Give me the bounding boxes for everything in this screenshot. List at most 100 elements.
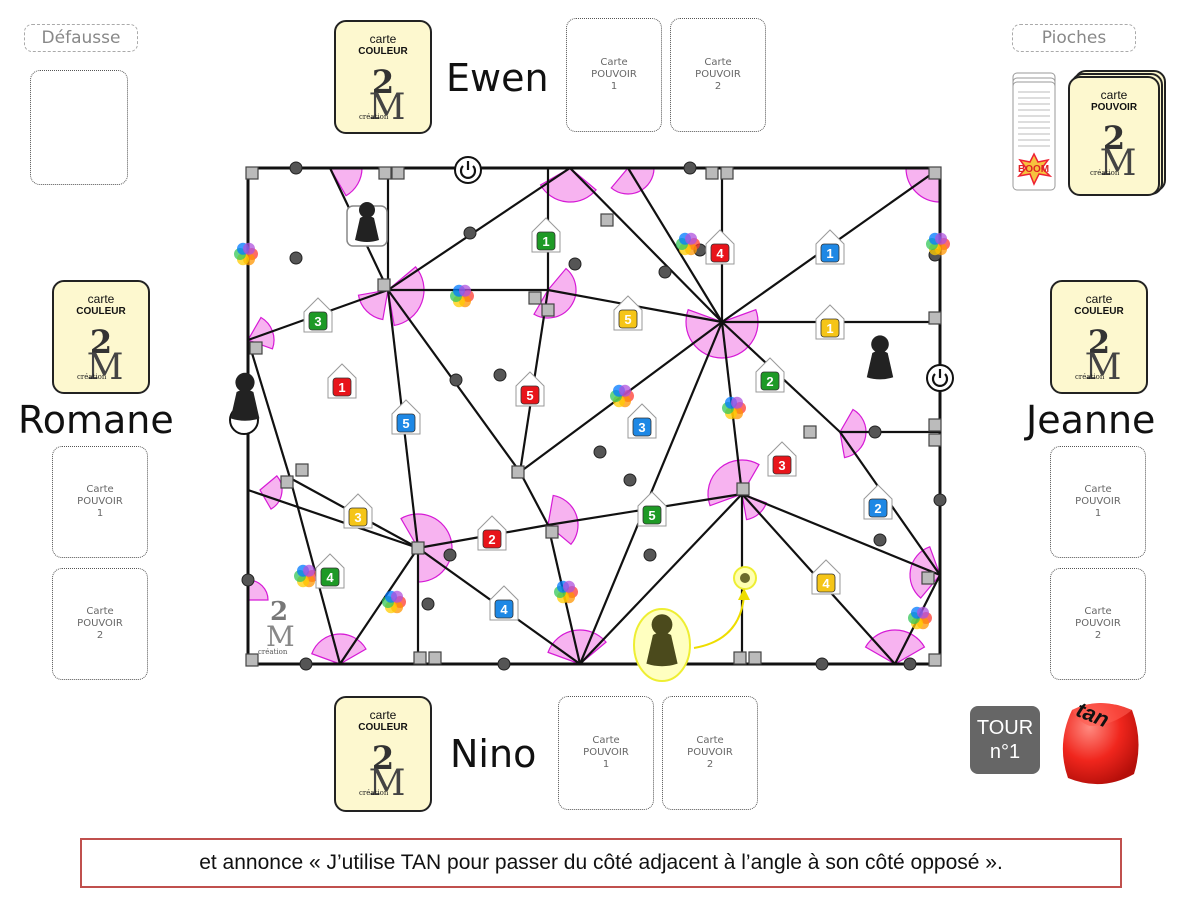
pawn-left [230, 372, 260, 421]
power-slot: 1 [96, 508, 104, 519]
svg-text:création: création [359, 789, 389, 797]
flower-icon [554, 580, 578, 604]
romane-power-card-2[interactable]: Carte POUVOIR 2 [52, 568, 148, 680]
discard-label-box: Défausse [24, 24, 138, 52]
svg-text:création: création [359, 113, 389, 121]
path-dot [868, 425, 882, 439]
turn-indicator: TOUR n°1 [970, 706, 1040, 774]
svg-text:2: 2 [270, 597, 288, 627]
romane-power-card-1[interactable]: Carte POUVOIR 1 [52, 446, 148, 558]
house-icon: 3 [767, 441, 797, 477]
board-line [741, 492, 941, 577]
nino-color-card[interactable]: carte COULEUR 2 M création [334, 696, 432, 812]
junction-square [928, 653, 942, 667]
svg-text:création: création [258, 648, 288, 656]
turn-line1: TOUR [976, 717, 1034, 739]
angle-wedge [707, 459, 760, 507]
angle-wedge [259, 475, 283, 510]
junction-square [377, 278, 391, 292]
angle-wedge [547, 494, 579, 546]
path-dot [493, 368, 507, 382]
flower-icon [610, 384, 634, 408]
power-icon [926, 364, 954, 392]
pawn-top [355, 202, 379, 242]
nino-power-card-2[interactable]: Carte POUVOIR 2 [662, 696, 758, 810]
romane-color-card[interactable]: carte COULEUR 2 M création [52, 280, 150, 394]
romane-color-line1: carte [87, 292, 115, 306]
svg-text:2: 2 [372, 739, 394, 777]
draw-power-line1: carte [1100, 88, 1128, 102]
junction-square [295, 463, 309, 477]
angle-wedge [839, 408, 867, 459]
svg-text:5: 5 [526, 388, 533, 403]
ewen-color-line1: carte [369, 32, 397, 46]
angle-wedge [311, 633, 367, 665]
target-dot [740, 573, 750, 583]
path-dot [289, 251, 303, 265]
house-icon: 5 [391, 399, 421, 435]
power-slot: 2 [96, 630, 104, 641]
svg-text:M: M [1100, 143, 1137, 179]
draw-label-box: Pioches [1012, 24, 1136, 52]
house-icon: 2 [755, 357, 785, 393]
ewen-power-card-1[interactable]: Carte POUVOIR 1 [566, 18, 662, 132]
tan-die[interactable]: tan [1054, 696, 1144, 792]
junction-square [803, 425, 817, 439]
draw-power-card: carte POUVOIR 2 M création [1068, 76, 1160, 196]
path-dots[interactable] [241, 161, 947, 671]
power-slot: 2 [706, 759, 714, 770]
junction-square [391, 166, 405, 180]
path-dot [421, 597, 435, 611]
flowers [234, 232, 950, 630]
draw-power-line2: POUVOIR [1090, 102, 1138, 113]
junction-square [928, 433, 942, 447]
ewen-power-card-2[interactable]: Carte POUVOIR 2 [670, 18, 766, 132]
power-draw-pile[interactable]: carte POUVOIR 2 M création [1068, 70, 1166, 196]
junction-square [541, 303, 555, 317]
power-line2: POUVOIR [583, 747, 629, 758]
junction-square [428, 651, 442, 665]
jeanne-color-card[interactable]: carte COULEUR 2 M création [1050, 280, 1148, 394]
svg-text:1: 1 [338, 380, 345, 395]
draw-label: Pioches [1041, 28, 1107, 48]
power-icon [454, 156, 482, 184]
jeanne-color-line1: carte [1085, 292, 1113, 306]
ewen-color-card[interactable]: carte COULEUR 2 M création [334, 20, 432, 134]
player-name-right: Jeanne [1026, 398, 1156, 442]
svg-text:création: création [77, 373, 107, 381]
jeanne-power-card-2[interactable]: Carte POUVOIR 2 [1050, 568, 1146, 680]
flower-icon [908, 606, 932, 630]
path-dot [463, 226, 477, 240]
power-line1: Carte [1084, 484, 1112, 495]
boom-draw-pile[interactable]: BOOM [1012, 72, 1056, 192]
boom-card-stack-icon [1012, 72, 1056, 191]
flower-icon [234, 242, 258, 266]
svg-text:M: M [1085, 347, 1122, 383]
board-line [569, 167, 723, 323]
svg-text:2: 2 [372, 63, 394, 101]
path-dot [815, 657, 829, 671]
svg-text:3: 3 [354, 510, 361, 525]
power-line2: POUVOIR [77, 618, 123, 629]
creation-logo-icon: 2 M création [359, 63, 405, 128]
angle-markers [247, 167, 941, 665]
path-dot [683, 161, 697, 175]
discard-pile[interactable] [30, 70, 128, 185]
junction-square [245, 166, 259, 180]
pawn-right [866, 335, 894, 380]
svg-text:5: 5 [402, 416, 409, 431]
instruction-banner: et annonce « J’utilise TAN pour passer d… [80, 838, 1122, 888]
svg-text:2: 2 [1088, 323, 1110, 361]
junction-square [249, 341, 263, 355]
jeanne-power-card-1[interactable]: Carte POUVOIR 1 [1050, 446, 1146, 558]
creation-logo-icon: 2 M création [1075, 323, 1122, 388]
path-dot [497, 657, 511, 671]
nino-power-card-1[interactable]: Carte POUVOIR 1 [558, 696, 654, 810]
svg-text:5: 5 [648, 508, 655, 523]
path-dot [658, 265, 672, 279]
path-dot [933, 493, 947, 507]
power-slot: 2 [714, 81, 722, 92]
